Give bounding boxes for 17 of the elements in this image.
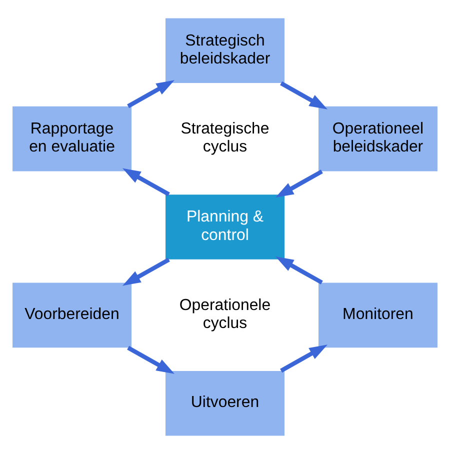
arrow [275,256,323,284]
node-box: Monitoren [318,282,438,348]
arrow [122,168,170,196]
arrow [280,81,328,110]
node-box: Voorbereiden [12,282,132,348]
arrow [275,170,323,198]
node-box: Uitvoeren [166,370,284,436]
node-box: Rapportage en evaluatie [12,106,132,172]
node-box: Planning & control [166,194,284,260]
arrow [127,80,175,108]
node-box: Strategisch beleidskader [166,18,284,84]
arrow [127,346,175,374]
label: Operationele cyclus [179,296,271,332]
node-box: Operationeel beleidskader [318,106,438,172]
arrow [122,258,170,286]
arrow [280,344,328,373]
label: Strategische cyclus [180,120,270,156]
